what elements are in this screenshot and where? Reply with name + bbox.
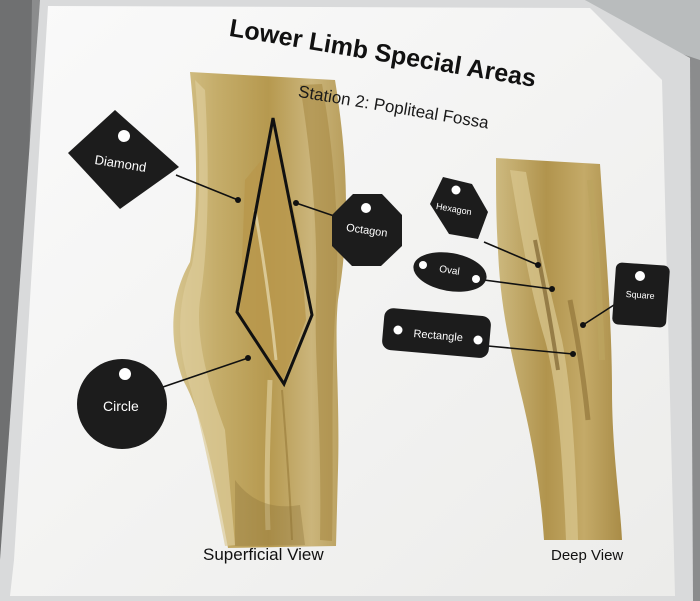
square-tag: [612, 262, 670, 328]
poster-paper: [10, 6, 675, 596]
octagon-pin: [293, 200, 299, 206]
hexagon-tag: [430, 177, 488, 239]
diamond-tag: [68, 110, 179, 209]
tag-hole-icon: [451, 185, 461, 195]
tag-hole-icon: [635, 271, 645, 281]
tag-hole-icon: [472, 275, 480, 283]
tag-hole-icon: [119, 368, 131, 380]
oval-leader-line: [483, 279, 553, 290]
oval-tag: [413, 252, 487, 292]
hexagon-pin: [535, 262, 541, 268]
diamond-leader-line: [175, 174, 239, 201]
rectangle-tag: [382, 308, 491, 358]
circle-tag: [77, 359, 167, 449]
deep-specimen-image: [496, 158, 622, 540]
tag-hole-icon: [419, 261, 427, 269]
octagon-tag: [332, 194, 402, 266]
background-sheet: [585, 0, 700, 60]
rectangle-leader-line: [487, 345, 574, 355]
tag-hole-icon: [361, 203, 371, 213]
popliteal-fossa-outline: [235, 117, 314, 388]
tag-hole-icon: [118, 130, 130, 142]
tag-hole-icon: [393, 325, 403, 335]
circle-leader-line: [159, 357, 249, 389]
rectangle-pin: [570, 351, 576, 357]
diamond-pin: [235, 197, 241, 203]
circle-pin: [245, 355, 251, 361]
oval-pin: [549, 286, 555, 292]
square-leader-line: [582, 302, 618, 326]
tag-hole-icon: [473, 335, 483, 345]
leader-lines: [159, 174, 618, 389]
hexagon-leader-line: [483, 241, 539, 266]
square-pin: [580, 322, 586, 328]
